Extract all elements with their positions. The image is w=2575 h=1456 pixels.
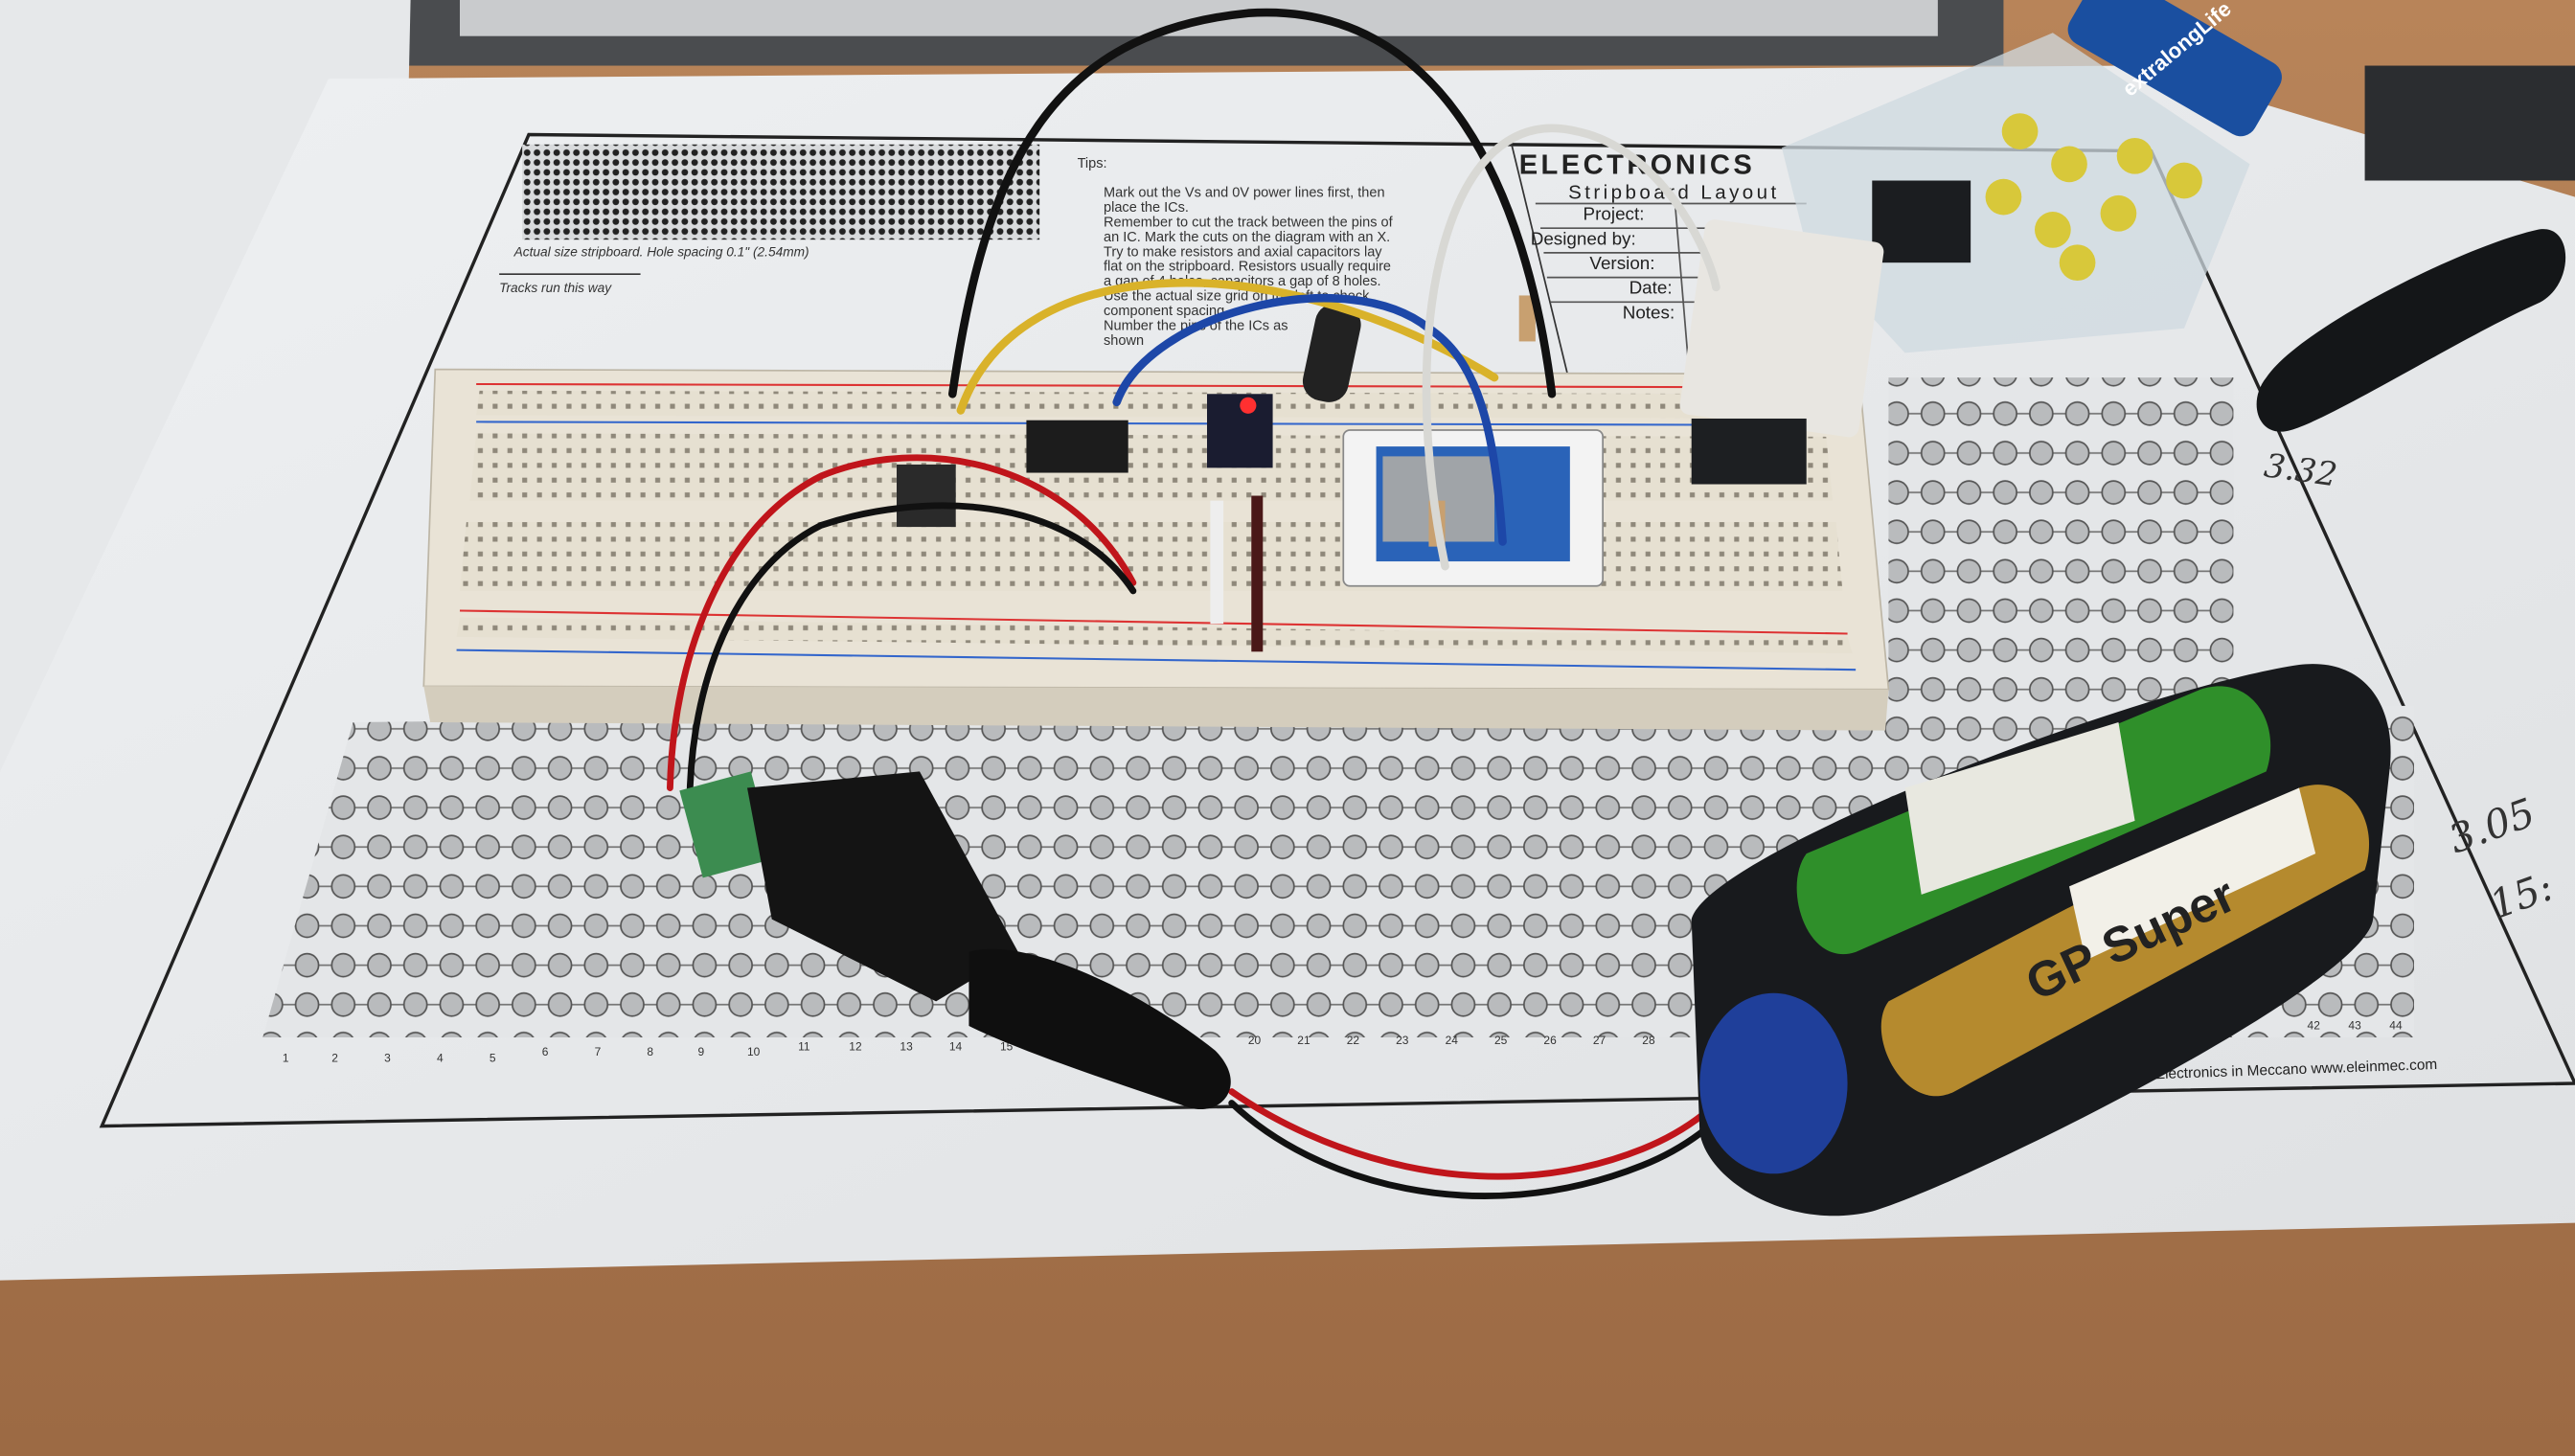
svg-text:10: 10 [747,1045,761,1058]
red-led [1240,397,1257,414]
svg-text:23: 23 [1396,1034,1409,1047]
svg-text:9: 9 [698,1045,705,1058]
field-version: Version: [1589,253,1654,273]
svg-text:44: 44 [2389,1018,2403,1032]
stripboard-grid-right [1888,377,2234,706]
sensor-socket [1691,418,1807,485]
blue-strap [1699,992,1848,1174]
svg-text:14: 14 [949,1040,963,1054]
svg-text:6: 6 [542,1045,549,1058]
svg-text:4: 4 [437,1052,444,1065]
dark-jumper [1251,495,1264,652]
dc-barrel-jack [679,771,1231,1110]
svg-text:42: 42 [2308,1018,2321,1032]
svg-text:28: 28 [1642,1034,1655,1047]
tip-line: flat on the stripboard. Resistors usuall… [1104,260,1391,275]
svg-text:3: 3 [384,1052,391,1065]
tip-line: Remember to cut the track between the pi… [1104,215,1394,230]
svg-text:2: 2 [331,1052,338,1065]
svg-text:5: 5 [490,1052,496,1065]
svg-text:11: 11 [798,1040,810,1054]
svg-text:8: 8 [647,1045,653,1058]
box [2364,65,2575,181]
header-pins [1026,420,1128,473]
yellow-components [1985,113,2202,282]
actual-size-stripboard [522,144,1040,240]
svg-text:7: 7 [595,1045,602,1058]
electrolytic-capacitor [1302,303,1361,402]
field-project: Project: [1584,204,1645,224]
svg-text:27: 27 [1593,1034,1607,1047]
breadboard [422,368,1890,731]
tips-heading: Tips: [1078,156,1107,171]
svg-text:43: 43 [2348,1018,2361,1032]
push-buttons-in-bag [1872,180,1971,263]
jumper-wires [667,8,1786,1199]
white-jumper [1210,500,1224,625]
screwdriver [2256,229,2566,432]
tip-line: component spacing. [1104,304,1228,319]
svg-text:20: 20 [1248,1034,1262,1047]
svg-text:24: 24 [1446,1034,1459,1047]
dht22-sensor [1679,219,1884,438]
tip-line: Try to make resistors and axial capacito… [1104,244,1382,260]
field-date: Date: [1629,278,1673,298]
field-notes: Notes: [1623,302,1675,322]
field-designed-by: Designed by: [1531,228,1636,248]
column-numbers: 1 2 3 4 5 6 7 8 9 10 11 12 13 14 15 20 2… [283,1018,2403,1064]
svg-text:25: 25 [1494,1034,1508,1047]
battery-in-bag [2067,0,2282,137]
tip-line: Mark out the Vs and 0V power lines first… [1104,186,1385,201]
battery-holder: GP Super [1691,664,2391,1217]
stripboard-caption: Actual size stripboard. Hole spacing 0.1… [513,244,809,259]
resistor [1518,295,1536,342]
tip-line: shown [1104,333,1144,349]
sensor-breakout [1207,394,1273,468]
svg-text:21: 21 [1297,1034,1310,1047]
svg-text:26: 26 [1543,1034,1557,1047]
tip-line: place the ICs. [1104,200,1189,216]
tracks-note: Tracks run this way [499,281,612,295]
tip-line: an IC. Mark the cuts on the diagram with… [1104,230,1390,245]
svg-text:13: 13 [900,1040,913,1054]
svg-text:12: 12 [849,1040,862,1054]
title-block: ELECTRONICS Stripboard Layout Project: D… [1510,141,1807,378]
svg-text:1: 1 [283,1052,289,1065]
push-button [897,464,956,528]
svg-text:22: 22 [1347,1034,1360,1047]
